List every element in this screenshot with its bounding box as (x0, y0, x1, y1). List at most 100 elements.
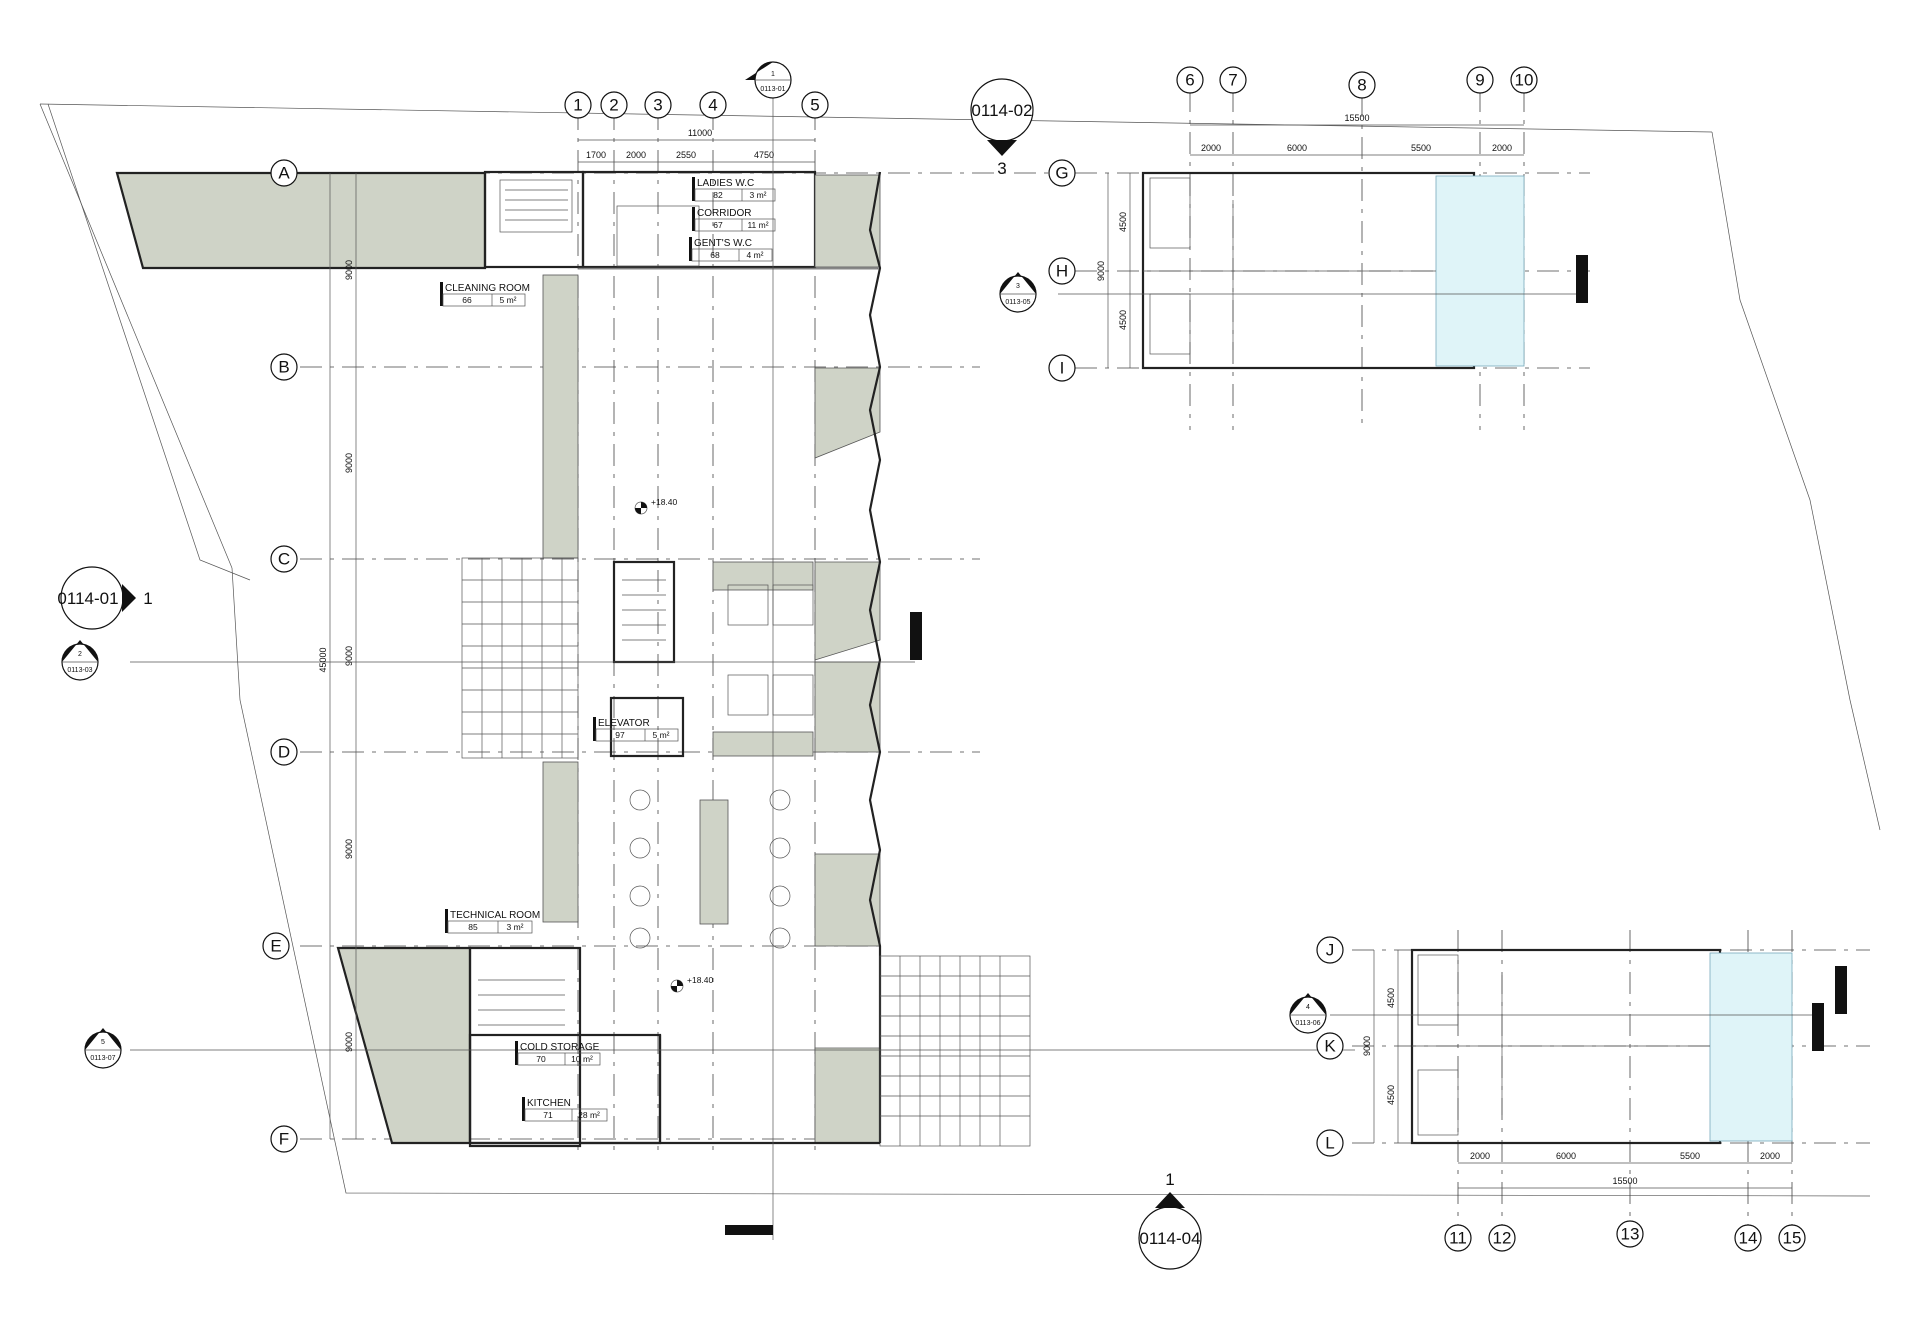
planter-east-north (814, 174, 881, 268)
grid-bubble-10: 10 (1515, 71, 1534, 90)
dim-lower-vert-1: 4500 (1386, 988, 1396, 1008)
grid-bubble-14: 14 (1739, 1229, 1758, 1248)
grid-bubble-E: E (270, 937, 281, 956)
section-sheet: 0113-03 (67, 667, 92, 674)
section-number: 4 (1306, 1004, 1310, 1011)
dim-upper-seg-2: 6000 (1287, 143, 1307, 153)
room-number: 67 (713, 220, 723, 230)
grid-bubble-H: H (1056, 262, 1068, 281)
dimensions-upper-annex: 15500 2000 6000 5500 2000 4500 9000 4500 (1096, 113, 1524, 368)
dim-lower-vert-3: 4500 (1386, 1085, 1396, 1105)
room-tag-kitchen: KITCHEN 71 28 m² (522, 1097, 608, 1122)
east-facade-planters (814, 367, 881, 1144)
dim-upper-vert-3: 4500 (1118, 310, 1128, 330)
elevation-marker-west: 0114-01 1 (57, 566, 153, 630)
dim-upper-vert-1: 4500 (1118, 212, 1128, 232)
planter-west-strip (542, 274, 579, 559)
planter-west-strip-lower (542, 761, 579, 923)
grid-bubble-7: 7 (1228, 71, 1237, 90)
section-marker-1: 1 0113-01 (745, 61, 792, 99)
planter-southwest (337, 947, 471, 1144)
room-number: 68 (710, 250, 720, 260)
grid-bubble-1: 1 (573, 96, 582, 115)
dim-lower-vert-2: 9000 (1362, 1036, 1372, 1056)
section-marker-2: 2 0113-03 (61, 640, 99, 681)
room-area: 5 m² (500, 295, 517, 305)
dimensions-lower-annex: 15500 2000 6000 5500 2000 4500 9000 4500 (1362, 950, 1792, 1189)
level-value: +18.40 (651, 497, 678, 507)
room-area: 10 m² (571, 1054, 593, 1064)
elevation-number: 3 (997, 159, 1006, 178)
room-tag-elevator: ELEVATOR 97 5 m² (593, 717, 679, 742)
section-lines (130, 75, 1820, 1240)
room-number: 97 (615, 730, 625, 740)
dim-upper-seg-4: 2000 (1492, 143, 1512, 153)
room-name: CLEANING ROOM (445, 283, 530, 294)
grid-bubble-11: 11 (1449, 1229, 1467, 1248)
grid-bubble-4: 4 (708, 96, 717, 115)
pergola-west (461, 557, 579, 759)
room-tag-cold-storage: COLD STORAGE 70 10 m² (515, 1041, 601, 1066)
dim-lower-seg-4: 2000 (1760, 1151, 1780, 1161)
grid-bubbles-letters-main: A B C D E F (262, 159, 298, 1153)
elevation-sheet: 0114-04 (1139, 1229, 1200, 1248)
elevation-number: 1 (1165, 1170, 1174, 1189)
grid-bubble-G: G (1055, 164, 1068, 183)
room-area: 5 m² (653, 730, 670, 740)
section-sheet: 0113-07 (90, 1055, 115, 1062)
elevation-marker-south: 0114-04 1 (1138, 1170, 1202, 1270)
dim-main-bay-4: 9000 (344, 839, 354, 859)
section-number: 5 (101, 1039, 105, 1046)
planter-dining-island (699, 799, 729, 925)
elevation-marker-north: 0114-02 3 (970, 78, 1034, 178)
room-name: TECHNICAL ROOM (450, 910, 540, 921)
grid-bubble-8: 8 (1357, 76, 1366, 95)
level-value: +18.40 (687, 975, 714, 985)
room-name: LADIES W.C (697, 178, 754, 189)
dim-lower-seg-3: 5500 (1680, 1151, 1700, 1161)
grid-bubble-J: J (1326, 941, 1335, 960)
room-name: COLD STORAGE (520, 1042, 600, 1053)
room-number: 66 (462, 295, 472, 305)
pergola-east (879, 955, 1031, 1147)
dim-main-seg-1: 1700 (586, 150, 606, 160)
grid-bubble-I: I (1060, 359, 1065, 378)
grid-bubble-D: D (278, 743, 290, 762)
grid-bubble-A: A (278, 164, 290, 183)
section-marker-4: 4 0113-06 (1289, 993, 1327, 1034)
dim-main-seg-2: 2000 (626, 150, 646, 160)
dim-upper-seg-3: 5500 (1411, 143, 1431, 153)
room-area: 11 m² (747, 220, 768, 230)
grid-bubble-C: C (278, 550, 290, 569)
room-name: ELEVATOR (598, 718, 650, 729)
room-area: 3 m² (750, 190, 767, 200)
grid-bubble-6: 6 (1185, 71, 1194, 90)
grid-bubble-K: K (1324, 1037, 1336, 1056)
room-number: 70 (536, 1054, 546, 1064)
stair-north (505, 189, 568, 221)
grid-bubbles-letters-upper: G H I (1048, 159, 1076, 382)
dim-main-seg-4: 4750 (754, 150, 774, 160)
dim-lower-seg-2: 6000 (1556, 1151, 1576, 1161)
dim-lower-seg-1: 2000 (1470, 1151, 1490, 1161)
dim-main-bay-1: 9000 (344, 260, 354, 280)
section-marker-5: 5 0113-07 (84, 1028, 122, 1069)
grid-bubble-12: 12 (1493, 1229, 1512, 1248)
grid-bubbles-numbers-main: 1 2 3 4 5 (564, 91, 829, 119)
grid-bubble-13: 13 (1621, 1225, 1640, 1244)
grid-bubble-2: 2 (609, 96, 618, 115)
room-tag-gents-wc: GENT'S W.C 68 4 m² (689, 237, 773, 262)
grid-bubble-5: 5 (810, 96, 819, 115)
room-name: GENT'S W.C (694, 238, 752, 249)
grid-bubble-L: L (1325, 1134, 1334, 1153)
section-end-blocks (725, 255, 1847, 1235)
section-sheet: 0113-05 (1005, 299, 1030, 306)
grid-bubbles-numbers-lower: 11 12 13 14 15 (1444, 1220, 1806, 1252)
section-sheet: 0113-06 (1295, 1020, 1320, 1027)
elevation-number: 1 (143, 589, 152, 608)
dim-lower-total: 15500 (1612, 1176, 1637, 1186)
section-number: 1 (771, 71, 775, 78)
glazing-upper-annex (1435, 175, 1525, 367)
dim-main-bay-3: 9000 (344, 646, 354, 666)
